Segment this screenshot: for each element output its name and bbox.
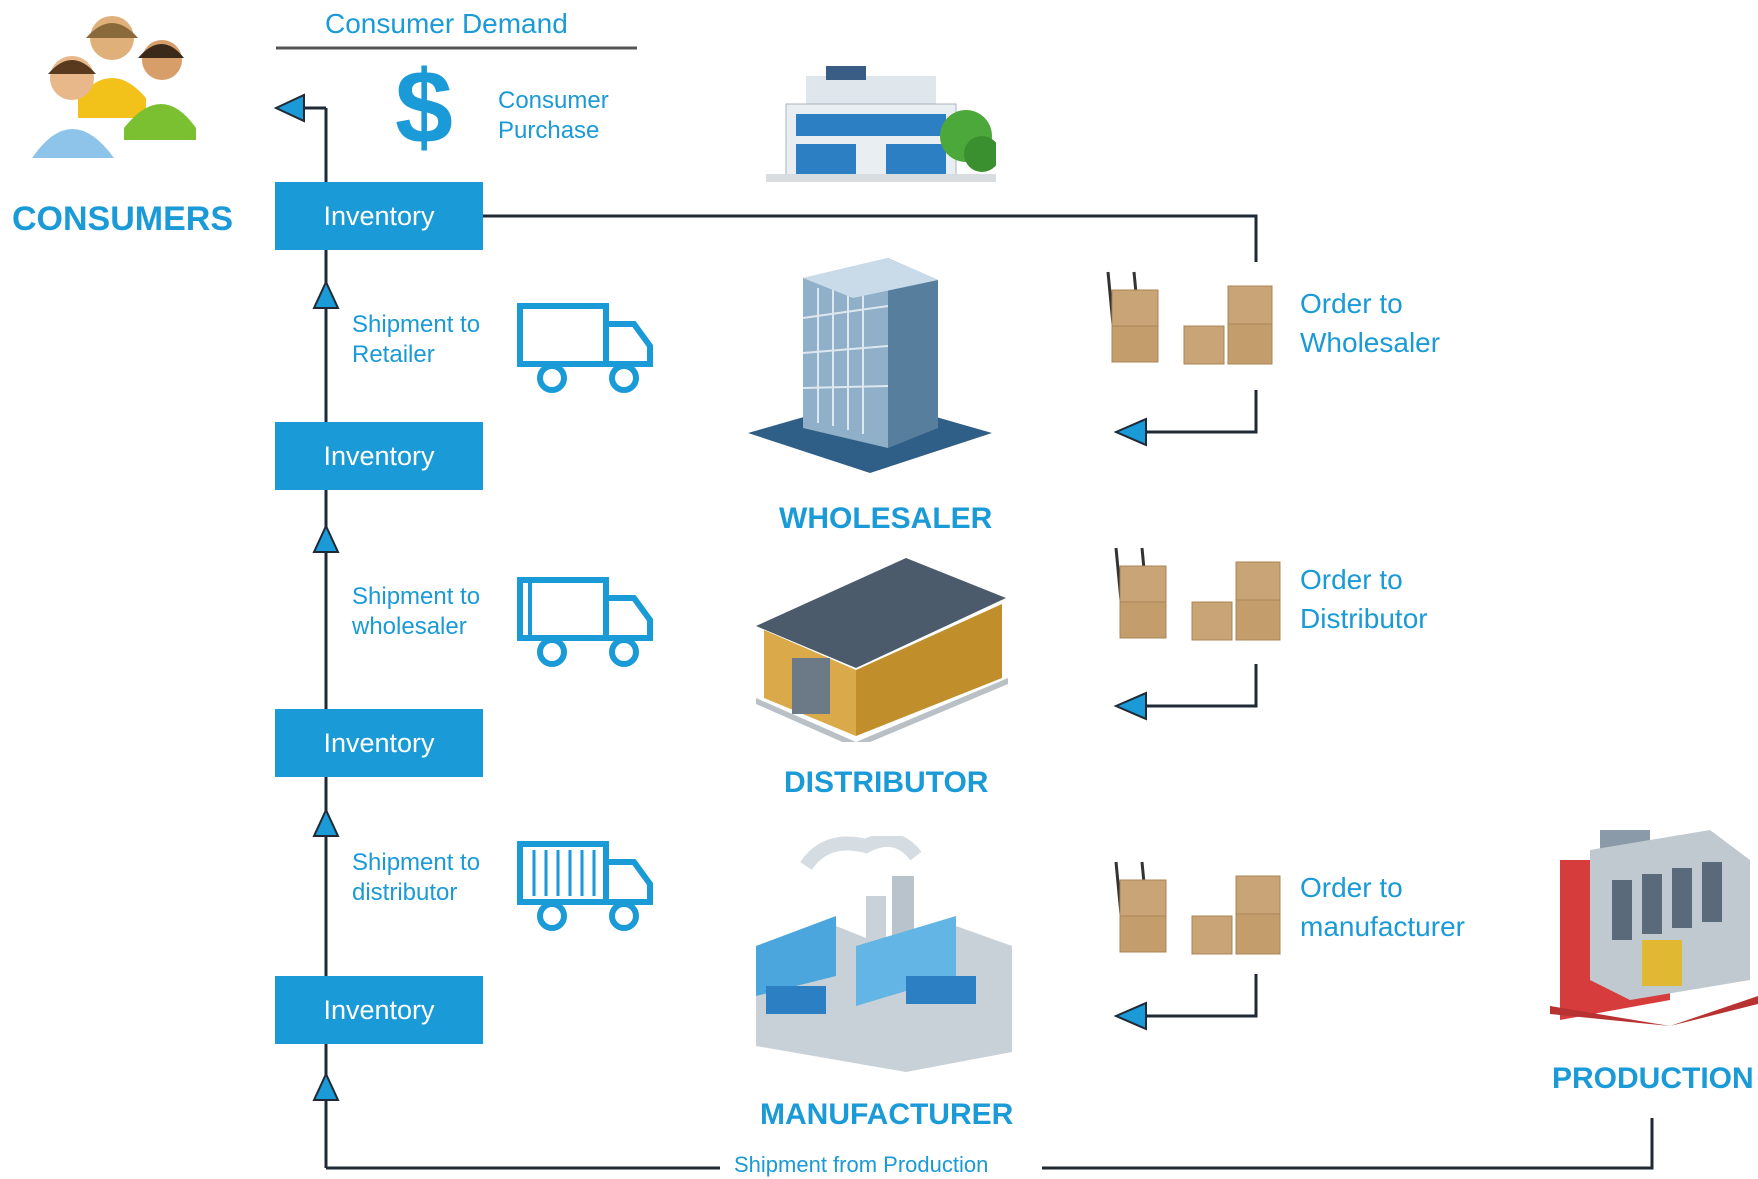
order-arrow-3 — [1113, 1001, 1147, 1031]
consumers-people-icon — [32, 16, 196, 158]
order-to-manufacturer-label: Order to manufacturer — [1300, 868, 1465, 946]
inventory-box-retailer: Inventory — [275, 182, 483, 250]
shipment-from-production-label: Shipment from Production — [734, 1152, 989, 1177]
production-plant-icon — [1550, 830, 1758, 1026]
arrow-up-1 — [312, 279, 340, 309]
inventory-box-wholesaler: Inventory — [275, 422, 483, 490]
consumer-purchase-line2: Purchase — [498, 117, 600, 144]
order-to-wholesaler-line2: Wholesaler — [1300, 327, 1441, 358]
order-to-wholesaler-line1: Order to — [1300, 288, 1403, 319]
retail-store-icon — [766, 66, 996, 182]
truck-icon-retailer — [517, 303, 653, 393]
shipment-to-distributor-line1: Shipment to — [352, 849, 481, 876]
order-arrow-1 — [1113, 417, 1147, 447]
consumer-demand-label: Consumer Demand — [325, 8, 568, 39]
production-label: PRODUCTION — [1552, 1062, 1754, 1095]
consumers-label: CONSUMERS — [12, 200, 234, 238]
shipment-to-distributor-line2: distributor — [352, 879, 458, 906]
order-to-wholesaler-label: Order to Wholesaler — [1300, 284, 1440, 362]
order-arrow-2 — [1113, 691, 1147, 721]
shipment-to-wholesaler-label: Shipment to wholesaler — [352, 582, 480, 642]
order-to-distributor-line2: Distributor — [1300, 603, 1428, 634]
order-arrow-line-3 — [1130, 974, 1258, 1018]
wholesaler-label: WHOLESALER — [779, 502, 993, 535]
order-to-manufacturer-line1: Order to — [1300, 872, 1403, 903]
inventory-box-manufacturer: Inventory — [275, 976, 483, 1044]
order-to-distributor-line1: Order to — [1300, 564, 1403, 595]
distributor-label: DISTRIBUTOR — [784, 766, 989, 799]
order-arrow-line-2 — [1130, 664, 1258, 708]
manufacturer-factory-icon — [756, 836, 1012, 1072]
consumer-purchase-label: Consumer Purchase — [498, 86, 609, 146]
inventory-box-distributor: Inventory — [275, 709, 483, 777]
order-top-line — [483, 214, 1258, 262]
shipment-to-wholesaler-line2: wholesaler — [352, 613, 467, 640]
consumer-purchase-line1: Consumer — [498, 87, 609, 114]
distributor-warehouse-icon — [756, 558, 1008, 742]
shipment-to-retailer-line2: Retailer — [352, 341, 435, 368]
order-boxes-icon-wholesaler — [1106, 271, 1273, 365]
shipment-to-retailer-label: Shipment to Retailer — [352, 310, 480, 370]
shipment-to-distributor-label: Shipment to distributor — [352, 848, 480, 908]
arrow-to-consumers — [273, 93, 305, 123]
order-boxes-icon-distributor — [1114, 547, 1281, 641]
manufacturer-label: MANUFACTURER — [760, 1098, 1014, 1131]
arrow-up-3 — [312, 807, 340, 837]
truck-icon-wholesaler — [517, 577, 653, 667]
shipment-to-retailer-line1: Shipment to — [352, 311, 481, 338]
order-boxes-icon-manufacturer — [1114, 861, 1281, 955]
wholesaler-building-icon — [748, 258, 992, 473]
order-to-distributor-label: Order to Distributor — [1300, 560, 1428, 638]
arrow-up-4 — [312, 1071, 340, 1101]
truck-icon-distributor — [517, 841, 653, 931]
order-arrow-line-1 — [1130, 390, 1258, 434]
production-return-line-right — [1042, 1118, 1654, 1170]
shipment-to-wholesaler-line1: Shipment to — [352, 583, 481, 610]
dollar-icon: $ — [395, 50, 453, 166]
order-to-manufacturer-line2: manufacturer — [1300, 911, 1465, 942]
arrow-up-2 — [312, 523, 340, 553]
